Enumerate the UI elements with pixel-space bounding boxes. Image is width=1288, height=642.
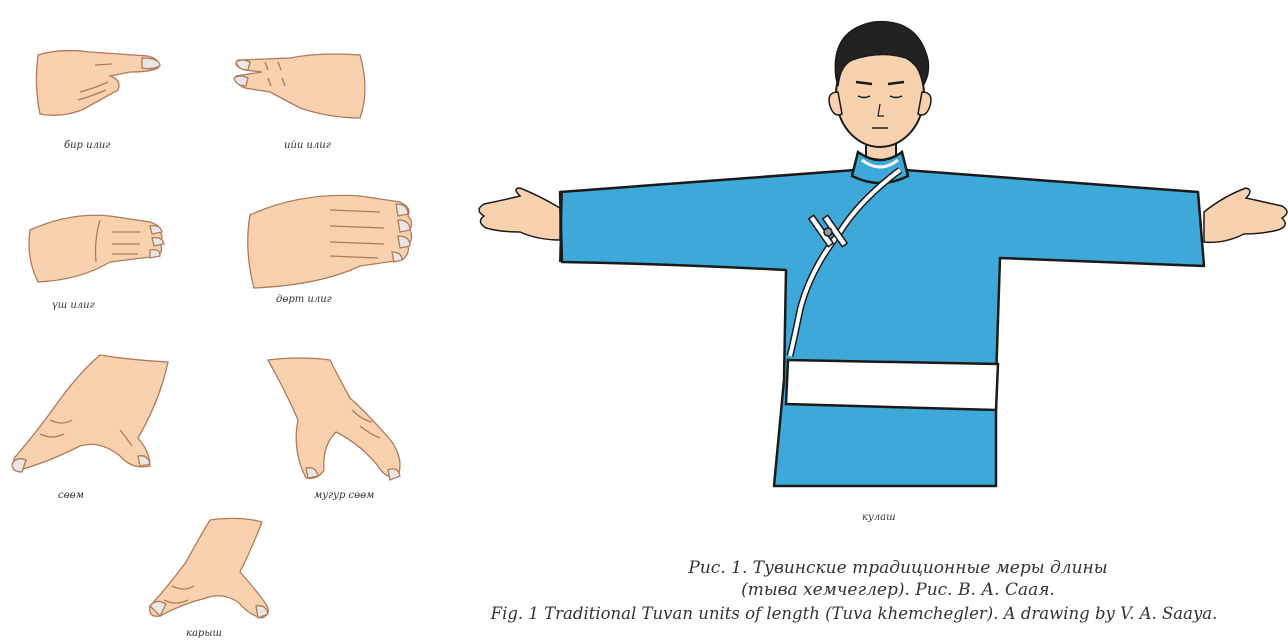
- hand-two-fingers-icon: [234, 54, 365, 118]
- hand-span-icon: [12, 355, 168, 472]
- label-ush-ilig: үш илиг: [52, 300, 95, 311]
- caption-ru-line2: (тыва хемчеглер). Рис. В. А. Саая.: [628, 580, 1168, 600]
- label-mugur-soom: мугур сөөм: [314, 490, 374, 501]
- label-bir-ilig: бир илиг: [64, 140, 110, 151]
- label-iyi-ilig: ийи илиг: [284, 140, 331, 151]
- hand-knuckle-span-icon: [268, 358, 400, 480]
- hand-karysh-icon: [150, 518, 269, 618]
- label-soom: сөөм: [58, 490, 84, 501]
- hand-three-fingers-icon: [29, 215, 164, 282]
- label-dort-ilig: дөрт илиг: [276, 294, 332, 305]
- caption-en-line: Fig. 1 Traditional Tuvan units of length…: [424, 604, 1284, 623]
- label-kulash: кулаш: [862, 512, 896, 523]
- hand-one-finger-icon: [36, 51, 160, 116]
- hand-four-fingers-icon: [248, 195, 412, 288]
- label-karysh: карыш: [186, 628, 222, 639]
- caption-ru-line1: Рис. 1. Тувинские традиционные меры длин…: [628, 558, 1168, 578]
- man-outstretched-arms-icon: [479, 22, 1287, 486]
